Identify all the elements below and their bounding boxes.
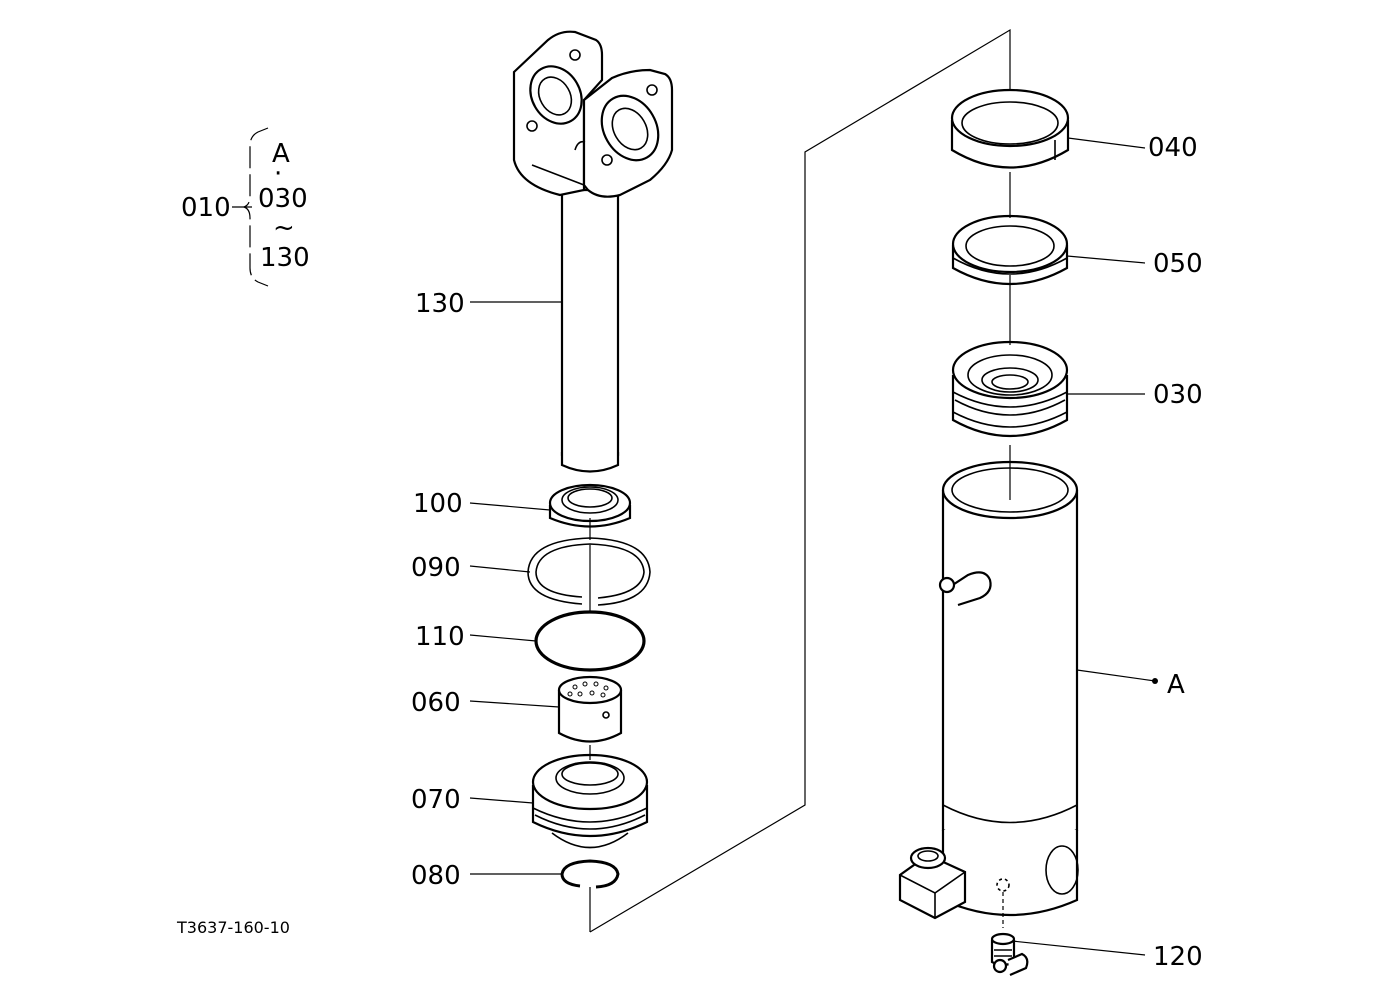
assembly-link-line [589, 28, 1011, 933]
callout-100: 100 [413, 489, 463, 519]
bushing-060 [557, 675, 623, 743]
assembly-item-tilde: ~ [273, 213, 295, 243]
callout-110: 110 [415, 622, 465, 652]
callout-120: 120 [1153, 942, 1203, 972]
seal-050 [951, 214, 1069, 286]
callout-130: 130 [415, 289, 465, 319]
rod-guide-070 [531, 753, 649, 849]
o-ring-110 [534, 610, 646, 672]
assembly-legend: 010 A · 030 ~ 130 [181, 127, 310, 287]
leader-lines [469, 137, 1158, 956]
callout-a: A [1167, 670, 1185, 700]
callout-060: 060 [411, 688, 461, 718]
assembly-item-a: A [272, 139, 290, 169]
assembly-item-130: 130 [260, 243, 310, 273]
assembly-number: 010 [181, 193, 231, 223]
cylinder-tube-a [898, 460, 1079, 920]
callout-080: 080 [411, 861, 461, 891]
callout-050: 050 [1153, 249, 1203, 279]
assembly-item-dot: · [274, 159, 282, 189]
callout-090: 090 [411, 553, 461, 583]
callout-030: 030 [1153, 380, 1203, 410]
snap-ring-090 [527, 537, 651, 606]
assembly-item-030: 030 [258, 184, 308, 214]
grease-fitting-120 [990, 892, 1029, 977]
rod-cover-100 [548, 483, 632, 528]
drawing-ref-code: T3637-160-10 [176, 918, 290, 937]
piston-rod-clevis [512, 30, 674, 473]
callout-070: 070 [411, 785, 461, 815]
wear-ring-040 [950, 88, 1070, 169]
callout-040: 040 [1148, 133, 1198, 163]
piston-030 [951, 340, 1069, 438]
snap-ring-080 [560, 859, 620, 889]
